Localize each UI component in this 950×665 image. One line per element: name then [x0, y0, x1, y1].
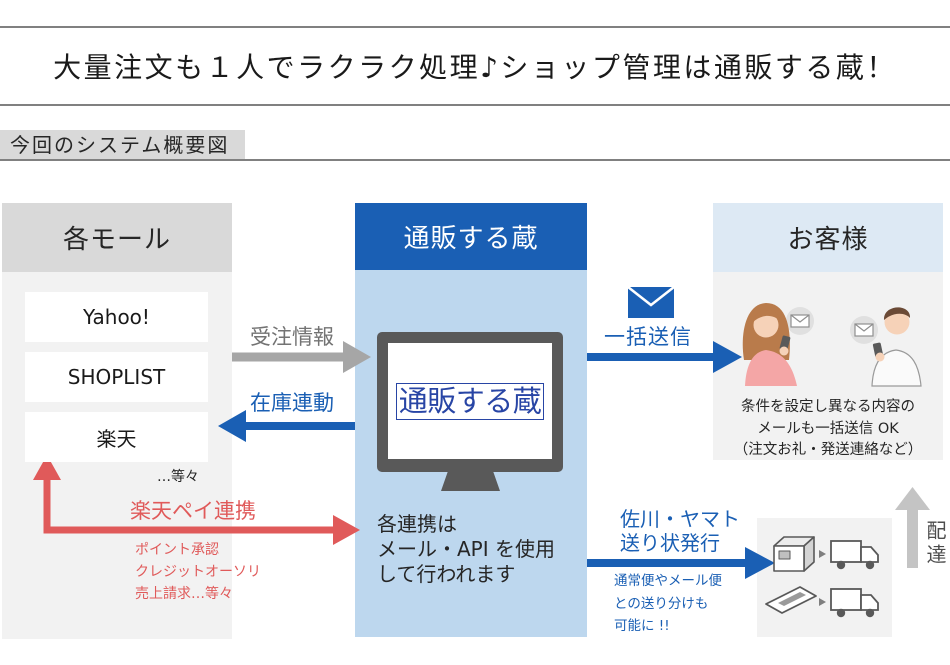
- customers-header-label: お客様: [787, 225, 869, 255]
- rakuten-pay-detail: ポイント承認: [135, 542, 219, 558]
- malls-header-label: 各モール: [62, 225, 171, 255]
- customers-note-line: （注文お礼・発送連絡など）: [733, 442, 923, 458]
- shipping-label-line: 佐川・ヤマト: [620, 507, 740, 531]
- mail-icon: [627, 286, 675, 318]
- woman-with-phone-illustration: [742, 303, 797, 386]
- mall-item-label: SHOPLIST: [67, 365, 166, 389]
- malls-header: 各モール: [2, 203, 232, 272]
- rakuten-pay-label: 楽天ペイ連携: [130, 499, 256, 523]
- mall-item-label: Yahoo!: [83, 305, 150, 329]
- shipping-note-line: との送り分けも: [614, 595, 709, 612]
- delivery-icons: [765, 536, 879, 618]
- shipping-label-text: 佐川・ヤマト 送り状発行: [620, 507, 740, 555]
- customers-illustration: [742, 303, 922, 387]
- system-header-label: 通販する蔵: [403, 224, 539, 254]
- malls-etc-note: …等々: [157, 469, 199, 485]
- shipping-note: 通常便やメール便 との送り分けも 可能に !!: [614, 570, 722, 638]
- customers-note-line: メールも一括送信 OK: [757, 420, 899, 437]
- rakuten-pay-detail: クレジットオーソリ: [135, 564, 261, 580]
- system-note-line: メール・API を使用: [377, 537, 555, 561]
- truck-icon: [830, 588, 879, 618]
- man-with-phone-illustration: [871, 307, 922, 387]
- title-bottom-rule: [0, 104, 950, 106]
- system-note-line: 各連携は: [377, 512, 457, 536]
- title-top-rule: [0, 26, 950, 28]
- mail-bubble-icon: [850, 316, 878, 344]
- section-tab-label: 今回のシステム概要図: [10, 133, 230, 157]
- shipping-label-line: 送り状発行: [620, 531, 720, 555]
- customers-header: お客様: [713, 203, 943, 272]
- page-title: 大量注文も１人でラクラク処理♪ショップ管理は通販する蔵！: [53, 51, 897, 84]
- mall-item-shoplist: SHOPLIST: [25, 352, 208, 402]
- customers-note-line: 条件を設定し異なる内容の: [741, 399, 915, 415]
- system-header: 通販する蔵: [355, 203, 587, 270]
- mall-item-rakuten: 楽天: [25, 412, 208, 462]
- system-note-line: して行われます: [377, 562, 516, 586]
- shipping-note-line: 可能に !!: [614, 618, 670, 634]
- monitor-screen: 通販する蔵: [388, 343, 552, 459]
- monitor-illustration: 通販する蔵: [377, 332, 563, 472]
- small-arrow-icon: [819, 598, 826, 606]
- shipping-note-line: 通常便やメール便: [614, 573, 722, 589]
- flat-package-icon: [765, 586, 817, 614]
- monitor-stand: [441, 471, 500, 491]
- mall-item-label: 楽天: [96, 426, 137, 451]
- order-info-label: 受注情報: [250, 325, 334, 349]
- section-tab: 今回のシステム概要図: [0, 130, 245, 160]
- mail-bubble-icon: [786, 307, 814, 335]
- customers-note: 条件を設定し異なる内容の メールも一括送信 OK （注文お礼・発送連絡など）: [713, 397, 943, 462]
- small-arrow-icon: [819, 550, 826, 558]
- arrow-head: [895, 487, 930, 510]
- section-tab-rule: [0, 159, 950, 161]
- arrow-shaft: [907, 507, 918, 568]
- rakuten-pay-detail: 売上請求…等々: [135, 586, 233, 602]
- mall-item-yahoo: Yahoo!: [25, 292, 208, 342]
- bulk-send-label: 一括送信: [604, 325, 692, 349]
- rakuten-pay-details: ポイント承認 クレジットオーソリ 売上請求…等々: [135, 539, 261, 605]
- delivery-label: 配達: [923, 520, 947, 568]
- truck-icon: [830, 540, 879, 570]
- system-note: 各連携は メール・API を使用 して行われます: [377, 512, 555, 587]
- system-logo: 通販する蔵: [396, 382, 544, 420]
- stock-sync-label: 在庫連動: [250, 391, 334, 415]
- cardboard-box-icon: [773, 536, 815, 572]
